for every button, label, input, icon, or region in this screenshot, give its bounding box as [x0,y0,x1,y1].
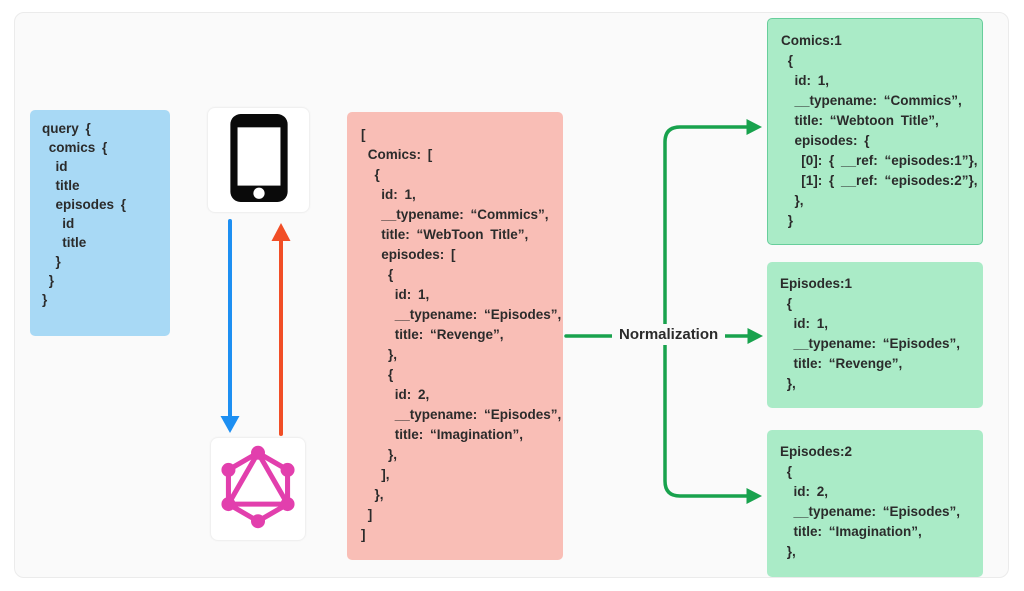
cache-entry-text: Episodes:2 { id: 2, __typename: “Episode… [780,444,961,559]
smartphone-icon [228,112,290,209]
graphql-response-text: [ Comics: [ { id: 1, __typename: “Commic… [361,127,562,542]
client-device-card [207,107,310,213]
graphql-server-card [210,437,306,541]
graphql-query-text: query { comics { id title episodes { id … [42,121,127,307]
graphql-logo-icon [219,445,297,534]
cache-entry-text: Episodes:1 { id: 1, __typename: “Episode… [780,276,961,391]
cache-entry-text: Comics:1 { id: 1, __typename: “Commics”,… [781,33,978,228]
cache-entry-episodes-2: Episodes:2 { id: 2, __typename: “Episode… [767,430,983,577]
cache-entry-comics-1: Comics:1 { id: 1, __typename: “Commics”,… [767,18,983,245]
graphql-response-box: [ Comics: [ { id: 1, __typename: “Commic… [347,112,563,560]
normalization-label: Normalization [612,324,726,345]
graphql-query-box: query { comics { id title episodes { id … [30,110,170,336]
cache-entry-episodes-1: Episodes:1 { id: 1, __typename: “Episode… [767,262,983,408]
